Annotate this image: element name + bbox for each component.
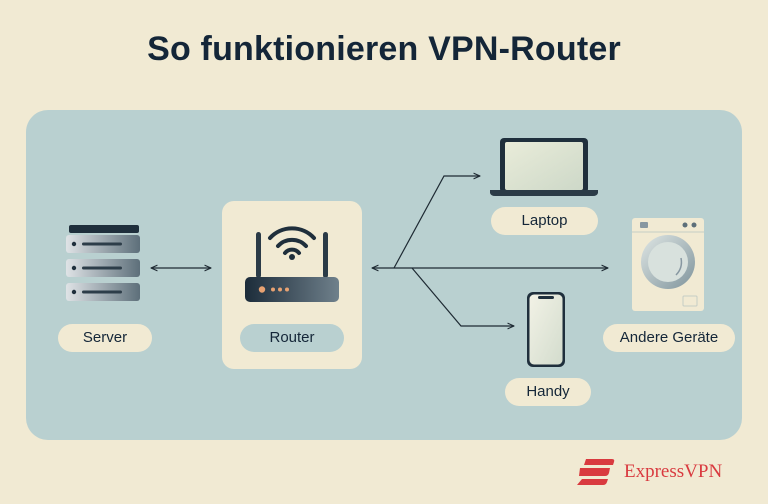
brand-logo: ExpressVPN xyxy=(576,456,722,488)
handy-label: Handy xyxy=(505,378,591,406)
page-title: So funktionieren VPN-Router xyxy=(147,30,621,68)
smartphone-icon xyxy=(527,292,565,367)
laptop-label: Laptop xyxy=(491,207,598,235)
expressvpn-logo-icon xyxy=(577,459,615,485)
diagram-panel xyxy=(26,110,742,440)
router-device-connections xyxy=(372,176,608,326)
washing-machine-icon xyxy=(632,218,704,311)
router-label: Router xyxy=(240,324,344,352)
laptop-icon xyxy=(490,138,598,196)
router-icon xyxy=(245,226,339,302)
brand-name: ExpressVPN xyxy=(624,461,723,482)
server-icon xyxy=(66,225,140,301)
other-devices-label: Andere Geräte xyxy=(603,324,735,352)
server-label: Server xyxy=(58,324,152,352)
